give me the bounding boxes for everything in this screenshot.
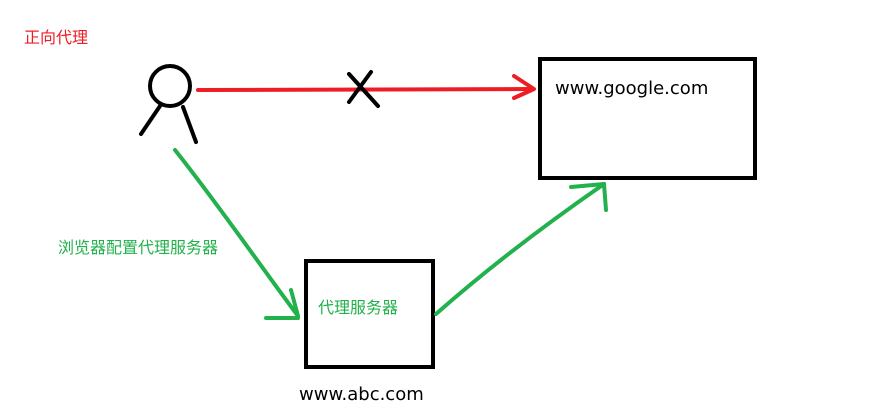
- diagram-title: 正向代理: [24, 28, 89, 47]
- target-site-label: www.google.com: [555, 78, 709, 99]
- proxy-to-target-arrow: [434, 182, 608, 316]
- target-server-box: [538, 57, 757, 180]
- proxy-server-box: [304, 259, 435, 369]
- client-to-proxy-arrow: [173, 148, 300, 320]
- browser-config-note: 浏览器配置代理服务器: [58, 238, 219, 257]
- proxy-host-label: www.abc.com: [299, 384, 424, 405]
- cross-icon: [347, 70, 380, 108]
- user-icon: [139, 64, 198, 144]
- proxy-server-label: 代理服务器: [318, 298, 399, 317]
